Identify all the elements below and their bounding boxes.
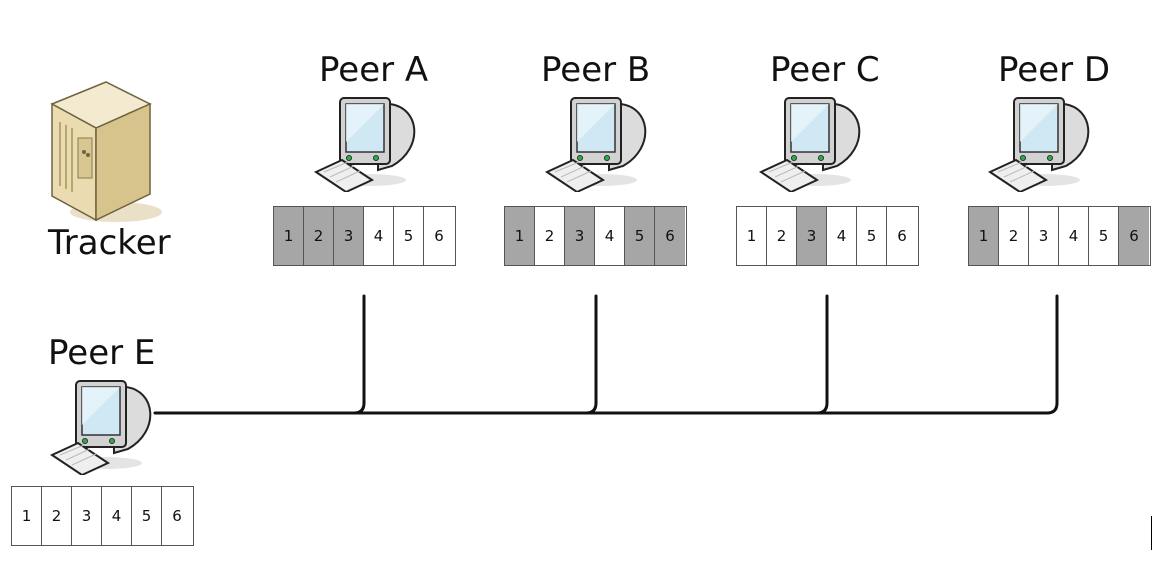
- peer-d-label: Peer D: [998, 50, 1111, 90]
- computer-icon: [544, 97, 647, 194]
- piece-cell: 2: [42, 487, 72, 545]
- piece-cell: 1: [505, 207, 535, 265]
- peer-a-computer: [312, 92, 422, 196]
- piece-cell: 4: [827, 207, 857, 265]
- piece-cell: 3: [72, 487, 102, 545]
- piece-cell: 3: [1029, 207, 1059, 265]
- piece-cell: 3: [334, 207, 364, 265]
- piece-cell: 6: [162, 487, 192, 545]
- piece-cell: 1: [969, 207, 999, 265]
- piece-cell: 5: [857, 207, 887, 265]
- piece-cell: 1: [12, 487, 42, 545]
- piece-cell: 2: [999, 207, 1029, 265]
- piece-cell: 6: [424, 207, 454, 265]
- text-cursor: [1151, 516, 1152, 550]
- piece-cell: 6: [1119, 207, 1149, 265]
- piece-cell: 1: [274, 207, 304, 265]
- peer-d-computer: [986, 92, 1096, 196]
- piece-cell: 4: [595, 207, 625, 265]
- piece-cell: 4: [1059, 207, 1089, 265]
- computer-icon: [987, 97, 1090, 194]
- piece-cell: 5: [394, 207, 424, 265]
- piece-cell: 2: [304, 207, 334, 265]
- peer-d-link: [1045, 294, 1059, 415]
- piece-cell: 6: [655, 207, 685, 265]
- tracker: [46, 76, 166, 226]
- peer-b-computer: [543, 92, 653, 196]
- piece-cell: 6: [887, 207, 917, 265]
- peer-b-label: Peer B: [541, 50, 651, 90]
- piece-cell: 4: [364, 207, 394, 265]
- peer-c-link: [815, 294, 829, 415]
- piece-cell: 1: [737, 207, 767, 265]
- computer-icon: [758, 97, 861, 194]
- tracker-label: Tracker: [48, 223, 171, 263]
- peer-a-link: [352, 294, 366, 415]
- piece-cell: 5: [132, 487, 162, 545]
- peer-c-label: Peer C: [770, 50, 880, 90]
- server-icon: [50, 81, 162, 222]
- peer-c-computer: [757, 92, 867, 196]
- piece-cell: 5: [1089, 207, 1119, 265]
- peer-a-label: Peer A: [319, 50, 429, 90]
- peer-b-link: [584, 294, 598, 415]
- piece-cell: 2: [767, 207, 797, 265]
- peer-e-label: Peer E: [48, 333, 156, 373]
- piece-cell: 4: [102, 487, 132, 545]
- peer-e-computer: [48, 375, 158, 479]
- computer-icon: [49, 380, 152, 477]
- piece-cell: 3: [797, 207, 827, 265]
- computer-icon: [313, 97, 416, 194]
- piece-cell: 3: [565, 207, 595, 265]
- piece-cell: 2: [535, 207, 565, 265]
- piece-cell: 5: [625, 207, 655, 265]
